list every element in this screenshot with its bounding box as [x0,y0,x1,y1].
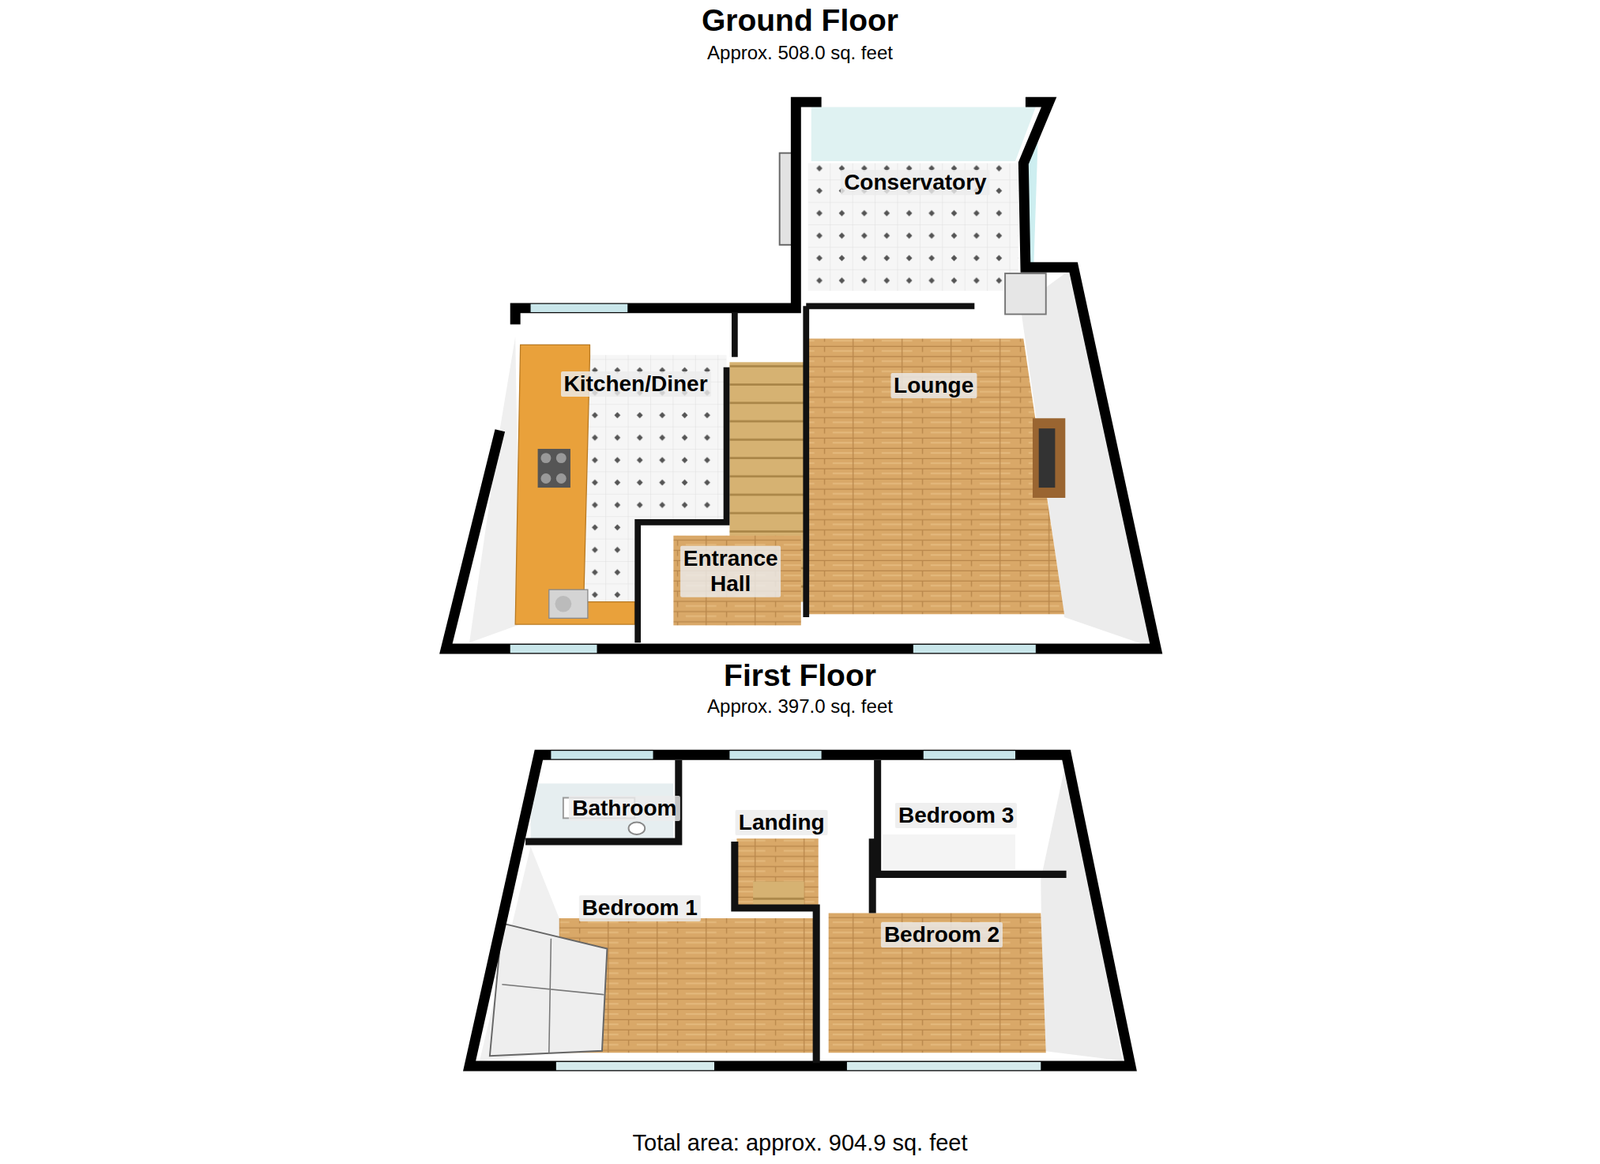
wall-face [469,336,521,643]
wood-floor [673,535,801,626]
room: Bathroom [525,760,683,842]
room: Bedroom 2 [821,877,1128,1062]
first-floor-plan [469,750,1131,1070]
ground-floor-base [445,101,1156,649]
window [847,1061,1041,1070]
room-label: Bathroom [568,795,680,821]
room-label: Bedroom 3 [895,802,1017,829]
room: Bedroom 1 [474,841,817,1062]
window [556,1061,715,1070]
tile-floor [808,163,1019,291]
caption: Total area: approx. 904.9 sq. feet [632,1129,968,1156]
window [510,644,598,653]
fireplace [1032,417,1066,498]
sink [549,589,588,618]
first-floor-base [469,754,1131,1066]
window [550,750,653,759]
room: Landing [678,760,873,914]
sink-bowl [555,595,573,613]
hob [538,448,571,488]
hob-ring [556,452,567,464]
window [913,644,1036,653]
window [530,304,629,313]
floor-level: First FloorApprox. 397.0 sq. feetBathroo… [464,655,1138,1070]
toilet [628,822,646,835]
room: Lounge [805,296,1153,644]
wood-floor [736,838,818,910]
floor-area: Approx. 397.0 sq. feet [707,695,893,718]
outer-wall [469,754,1131,1066]
room: Conservatory [801,107,1041,297]
hob-ring [540,452,551,464]
conservatory-door [1005,273,1047,315]
hob-ring [556,473,567,484]
internal-wall [637,305,975,643]
room-label: Bedroom 1 [579,895,701,921]
outer-wall [445,101,1156,649]
bedroom-floor [882,834,1016,870]
wood-floor [828,912,1047,1053]
room-label: Entrance Hall [680,545,782,597]
floor-area: Approx. 508.0 sq. feet [707,41,893,64]
room: Kitchen/Diner [448,311,735,648]
ground-floor-plan [445,101,1156,653]
room-label: Bedroom 2 [880,922,1003,948]
window [729,750,821,759]
wardrobe-door [501,938,604,1054]
room-label: Kitchen/Diner [560,370,712,396]
hob-ring [540,473,551,484]
window [923,750,1016,759]
conservatory-glass [811,107,1036,162]
room-label: Lounge [890,372,977,399]
room: Entrance Hall [637,520,802,629]
wood-floor [808,338,1065,615]
wardrobe [489,922,608,1056]
room: Bedroom 3 [877,760,1067,873]
fireplace-opening [1039,428,1056,488]
stair-opening [752,880,805,906]
internal-wall [525,760,1066,1063]
room-label: Landing [735,809,829,836]
floor-heading: Ground Floor [701,2,899,38]
room-label: Conservatory [840,169,991,196]
floor-level: Ground FloorApprox. 508.0 sq. feetConser… [438,0,1164,659]
floor-heading: First Floor [723,658,877,694]
